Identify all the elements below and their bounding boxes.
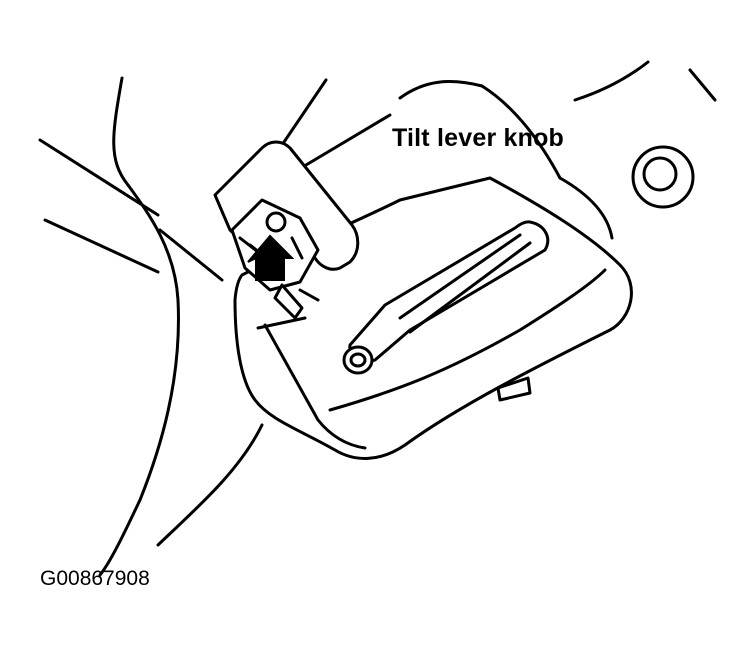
left-body-contour [38,76,264,577]
figure-id-label: G00867908 [40,567,150,590]
round-bolt [631,145,695,209]
direction-arrow [247,234,295,281]
tilt-lever [342,220,550,375]
upper-column-contour [158,60,717,282]
tilt-lever-knob-label: Tilt lever knob [392,124,565,152]
